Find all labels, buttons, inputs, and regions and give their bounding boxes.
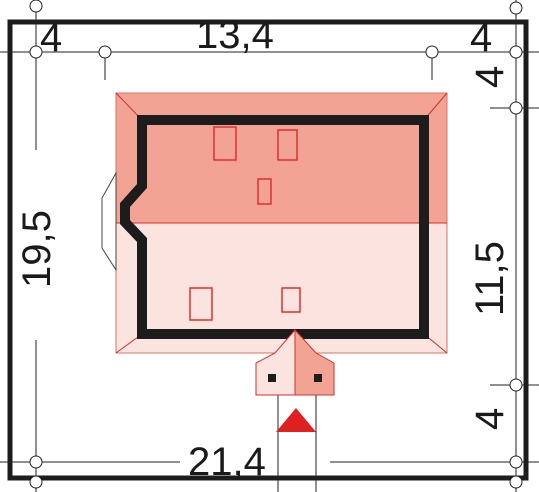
- roof-window: [213, 126, 237, 161]
- outer-walls: [120, 115, 429, 339]
- dim-right-bottom-setback: 4: [468, 408, 512, 430]
- porch-post: [268, 374, 276, 382]
- entrance-porch: [255, 328, 335, 396]
- dim-bottom-width: 21,4: [188, 440, 266, 484]
- dim-top-left-setback: 4: [40, 16, 62, 60]
- chimney-icon: [257, 178, 272, 205]
- roof-window: [281, 287, 301, 313]
- roof-window: [277, 129, 298, 161]
- plot-boundary: [7, 19, 529, 481]
- dimension-nodes: [29, 0, 523, 489]
- dim-right-top-setback: 4: [468, 66, 512, 88]
- entrance-arrow-icon: [276, 408, 316, 432]
- dim-top-width: 13,4: [196, 13, 274, 57]
- dim-left-depth: 19,5: [15, 210, 59, 288]
- dim-right-depth: 11,5: [468, 241, 512, 316]
- dim-top-right-setback: 4: [470, 16, 492, 60]
- porch-post: [314, 374, 322, 382]
- bay-window-left: [101, 171, 117, 272]
- roof-window: [189, 287, 213, 321]
- roof-dark: [115, 92, 448, 224]
- house: [101, 92, 448, 354]
